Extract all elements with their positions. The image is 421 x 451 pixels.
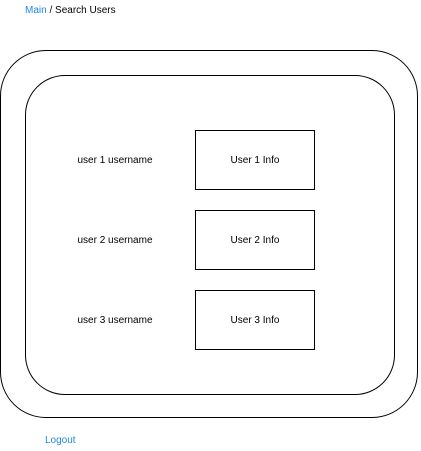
breadcrumb: Main / Search Users (25, 4, 116, 18)
breadcrumb-current: Search Users (55, 5, 116, 16)
user-info-box[interactable]: User 2 Info (195, 210, 315, 270)
user-info-label: User 3 Info (230, 314, 280, 326)
user-list-panel (25, 75, 395, 395)
breadcrumb-separator: / (46, 5, 56, 16)
user-info-box[interactable]: User 3 Info (195, 290, 315, 350)
user-info-label: User 2 Info (230, 234, 280, 246)
user-username: user 1 username (77, 155, 153, 166)
logout-link[interactable]: Logout (45, 435, 76, 446)
breadcrumb-main-link[interactable]: Main (25, 5, 47, 16)
user-info-label: User 1 Info (230, 154, 280, 166)
user-username: user 3 username (77, 315, 153, 326)
user-info-box[interactable]: User 1 Info (195, 130, 315, 190)
search-results-outer-panel (0, 50, 418, 418)
user-username: user 2 username (77, 235, 153, 246)
